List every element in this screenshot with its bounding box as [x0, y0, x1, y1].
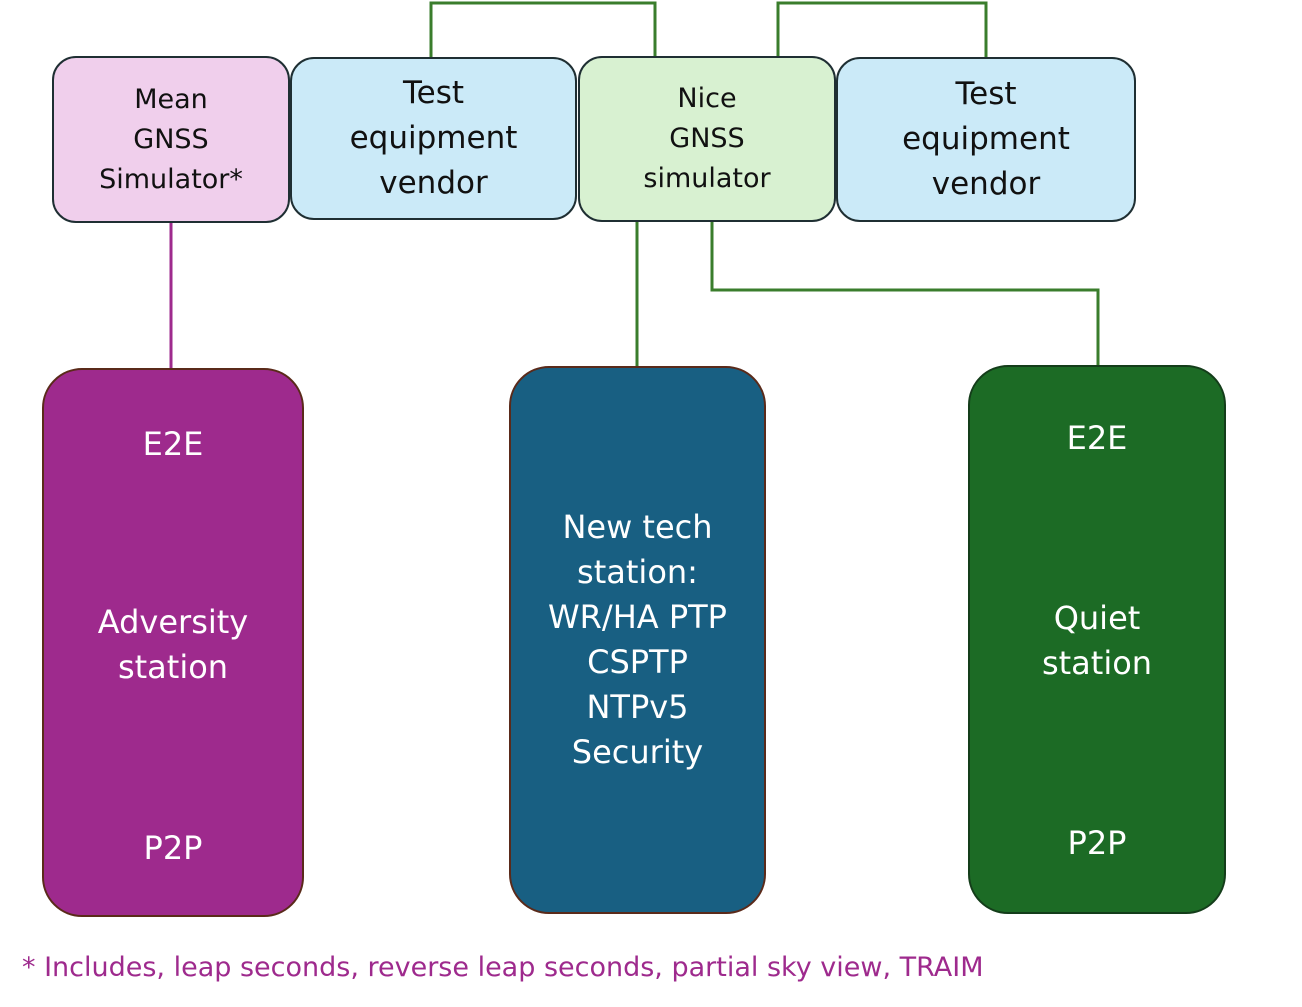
mean-gnss-simulator-box: Mean GNSS Simulator*	[52, 56, 290, 223]
quiet-station-box: E2E Quiet station P2P	[968, 365, 1226, 914]
quiet-bottom-label: P2P	[1067, 824, 1127, 862]
newtech-line-6: Security	[571, 733, 704, 771]
connector-nice-to-quiet	[710, 222, 1100, 365]
newtech-line-4: CSPTP	[587, 643, 688, 681]
footnote: * Includes, leap seconds, reverse leap s…	[22, 952, 984, 983]
adversity-bottom-label: P2P	[143, 829, 203, 867]
adversity-station-box: E2E Adversity station P2P	[42, 368, 304, 917]
newtech-line-3: WR/HA PTP	[548, 598, 727, 636]
connector-vendor1-to-nice	[429, 1, 657, 57]
vendor2-line-1: Test	[955, 76, 1017, 112]
new-tech-station-box: New tech station: WR/HA PTP CSPTP NTPv5 …	[509, 366, 766, 914]
connector-nice-to-vendor2	[776, 1, 988, 57]
mean-gnss-line-3: Simulator*	[99, 163, 243, 195]
nice-gnss-simulator-box: Nice GNSS simulator	[578, 56, 836, 222]
test-equipment-vendor-box-1: Test equipment vendor	[290, 57, 577, 220]
nice-gnss-line-3: simulator	[643, 163, 771, 194]
adversity-name-line-2: station	[117, 648, 229, 686]
newtech-line-5: NTPv5	[586, 688, 689, 726]
newtech-line-1: New tech	[562, 508, 713, 546]
nice-gnss-line-2: GNSS	[669, 123, 745, 154]
vendor1-line-3: vendor	[379, 165, 488, 201]
test-equipment-vendor-box-2: Test equipment vendor	[836, 57, 1136, 222]
vendor2-line-2: equipment	[902, 121, 1070, 157]
quiet-name-line-1: Quiet	[1053, 599, 1141, 637]
adversity-name-line-1: Adversity	[97, 603, 249, 641]
nice-gnss-line-1: Nice	[677, 83, 737, 114]
newtech-line-2: station:	[577, 553, 698, 591]
quiet-name-line-2: station	[1041, 644, 1153, 682]
mean-gnss-line-1: Mean	[134, 83, 208, 115]
vendor2-line-3: vendor	[931, 166, 1041, 202]
adversity-top-label: E2E	[142, 425, 204, 463]
vendor1-line-1: Test	[402, 75, 465, 111]
quiet-top-label: E2E	[1066, 419, 1128, 457]
vendor1-line-2: equipment	[349, 120, 518, 156]
mean-gnss-line-2: GNSS	[133, 123, 209, 155]
